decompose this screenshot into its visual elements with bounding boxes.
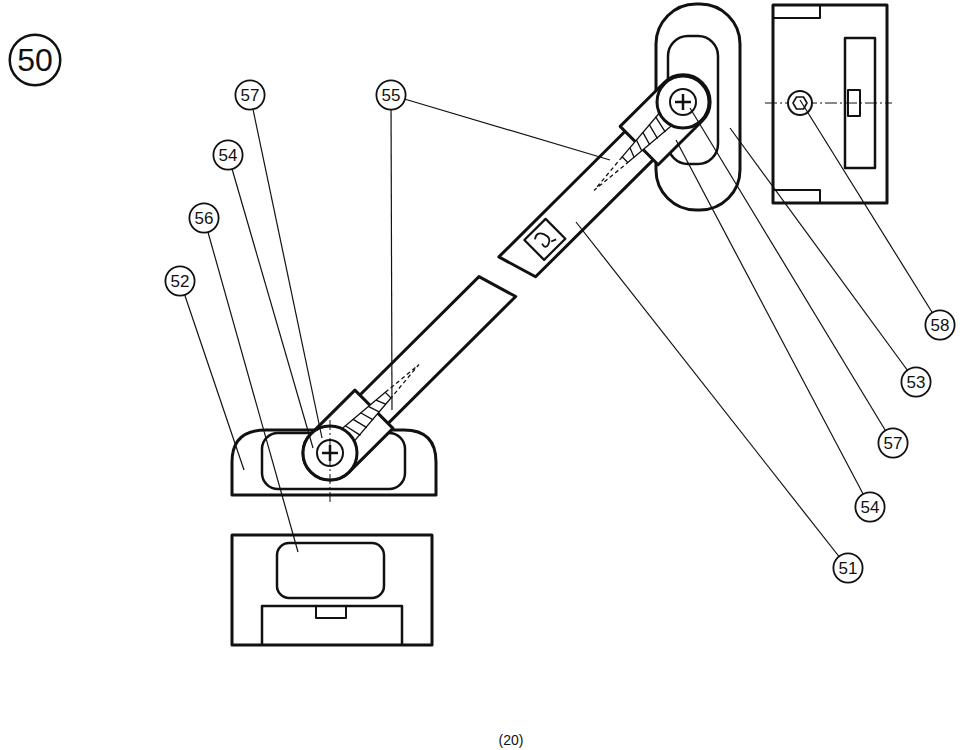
leader-line xyxy=(180,95,940,568)
callout-circle: 58 xyxy=(924,309,956,341)
callout-circle: 57 xyxy=(234,79,266,111)
callout-number: 54 xyxy=(219,147,238,164)
callout-number: 57 xyxy=(884,435,903,452)
stay-arm xyxy=(292,64,721,492)
callout-circle: 54 xyxy=(212,139,244,171)
callout-circle: 52 xyxy=(164,265,196,297)
callout-number: 51 xyxy=(839,560,858,577)
lower-bracket-bottom-view xyxy=(232,535,432,645)
figure-caption: (20) xyxy=(499,732,524,748)
callout-circle: 57 xyxy=(877,427,909,459)
callout-number: 54 xyxy=(861,499,880,516)
callout-circle: 55 xyxy=(375,79,407,111)
callout-number: 56 xyxy=(195,210,214,227)
callout-circle: 54 xyxy=(854,491,886,523)
pivot-screw xyxy=(303,76,709,505)
callout-number: 50 xyxy=(17,44,53,76)
callout-circle: 50 xyxy=(8,33,62,87)
callout-circle: 51 xyxy=(832,552,864,584)
callout-circle: 56 xyxy=(188,202,220,234)
callout-number: 53 xyxy=(907,374,926,391)
upper-bracket xyxy=(656,4,740,210)
callout-number: 55 xyxy=(382,87,401,104)
upper-bracket-side-view xyxy=(765,5,892,203)
callout-circle: 53 xyxy=(900,366,932,398)
callout-number: 52 xyxy=(171,273,190,290)
callout-number: 58 xyxy=(931,317,950,334)
callout-number: 57 xyxy=(241,87,260,104)
